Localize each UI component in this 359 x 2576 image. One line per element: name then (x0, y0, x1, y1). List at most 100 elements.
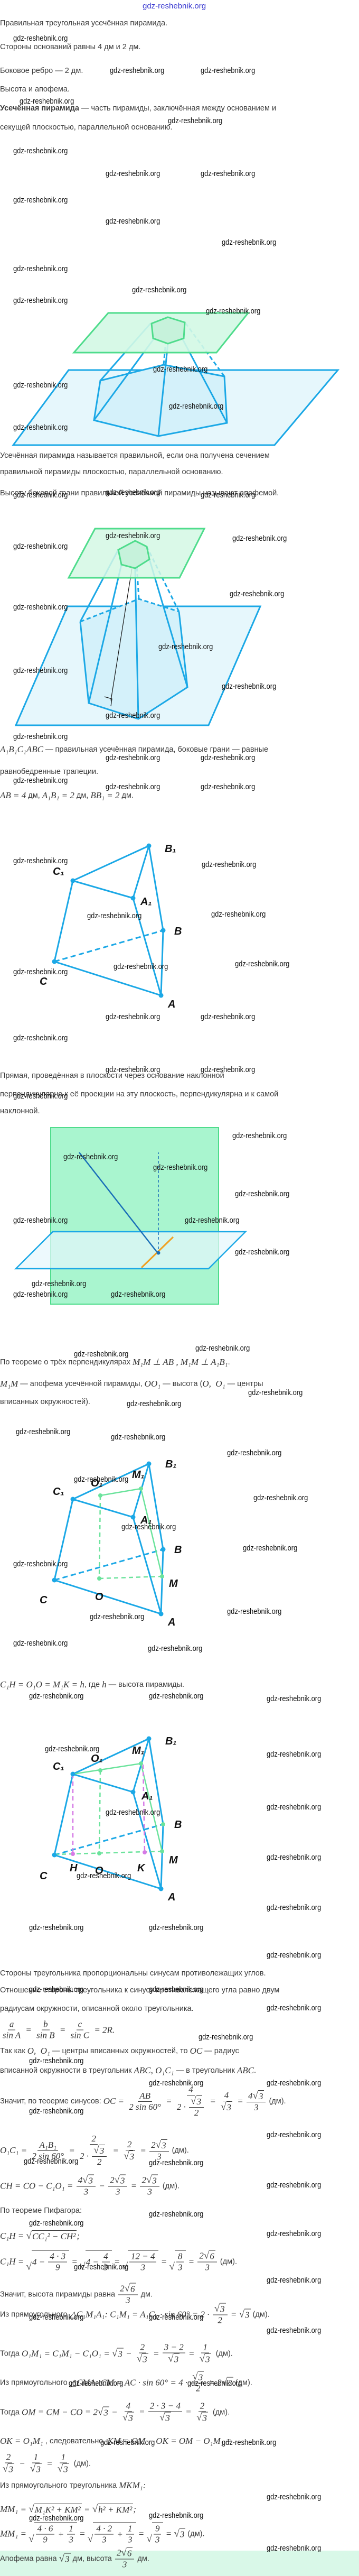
math-text: = (136, 2528, 147, 2538)
math-text: 3 (88, 2175, 93, 2186)
radicand: 3 (227, 2377, 233, 2388)
math-text: 3 (155, 2534, 160, 2545)
radical-sign: √ (199, 2353, 205, 2365)
math-text: O, O₁ (202, 1379, 225, 1389)
math-text: C₁H = (0, 2256, 26, 2266)
watermark: gdz-reshebnik.org (13, 491, 68, 500)
math-text: 3 (126, 2295, 130, 2305)
numerator: 2√6 (118, 2283, 138, 2295)
denominator: √3 (198, 2353, 213, 2365)
math-text: A₁B₁ = 2 (42, 790, 74, 800)
watermark: gdz-reshebnik.org (149, 2079, 204, 2088)
fraction: 2√3 (122, 2139, 137, 2162)
radical-sign: √ (239, 2309, 245, 2320)
math-text: ABC, O₁C₁ (134, 2065, 174, 2075)
watermark: gdz-reshebnik.org (111, 1290, 166, 1299)
watermark: gdz-reshebnik.org (16, 1427, 71, 1436)
watermark: gdz-reshebnik.org (114, 962, 168, 971)
numerator: 2 · 3 − 4 (148, 2401, 183, 2412)
fraction: 2 · 3 − 4√3 (148, 2401, 183, 2424)
watermark: gdz-reshebnik.org (153, 1163, 208, 1172)
label-a1: A₁ (140, 896, 152, 908)
math-text: 3 (228, 2378, 232, 2388)
hidden-edge-cb (54, 929, 164, 963)
watermark: gdz-reshebnik.org (201, 753, 256, 762)
theorem-line-1: Прямая, проведённая в плоскости через ос… (0, 1072, 224, 1080)
radical-sign: √ (122, 2261, 128, 2273)
square-root: √6 (204, 2250, 215, 2262)
denominator: 3 (155, 2152, 163, 2162)
fraction: 2√3 (195, 2401, 210, 2424)
math-text: 2 (199, 2250, 204, 2261)
watermark: gdz-reshebnik.org (87, 911, 142, 920)
watermark: gdz-reshebnik.org (13, 1559, 68, 1568)
denominator: 3 (252, 2102, 260, 2113)
math-text: 3 (118, 2349, 122, 2359)
denominator: 2 (193, 2108, 201, 2118)
lower-base (80, 599, 187, 719)
watermark: gdz-reshebnik.org (29, 2219, 84, 2228)
math-text: O₁M₁ = C₁M₁ − C₁O₁ = (21, 2348, 112, 2358)
label-b: B (174, 1544, 182, 1556)
watermark: gdz-reshebnik.org (13, 381, 68, 390)
denominator: 3 (100, 2535, 108, 2545)
numerator: 4 (124, 2401, 133, 2412)
math-text: 1 (128, 2523, 133, 2534)
site-watermark-top[interactable]: gdz-reshebnik.org (143, 2, 206, 11)
numerator: 8 (176, 2251, 184, 2263)
watermark: gdz-reshebnik.org (202, 860, 257, 869)
numerator: 9 (153, 2524, 162, 2535)
edge-a1a (132, 898, 162, 996)
watermark: gdz-reshebnik.org (13, 296, 68, 305)
radical-sign: √ (26, 2261, 32, 2273)
radicand: 3 (258, 2090, 264, 2102)
numerator: 1 (126, 2524, 134, 2535)
radical-sign: √ (59, 2553, 65, 2564)
math-text: = (81, 2504, 92, 2514)
math-text: = (77, 2528, 88, 2538)
math-text: 4 (103, 2251, 108, 2261)
math-text: = (186, 2256, 197, 2266)
watermark: gdz-reshebnik.org (110, 66, 165, 75)
label-m1: M₁ (132, 1745, 145, 1757)
math-text: 3 (103, 2407, 108, 2417)
label-o1: O₁ (91, 1478, 103, 1489)
math-text: = (186, 2348, 197, 2358)
numerator: √3 (212, 2303, 228, 2315)
watermark: gdz-reshebnik.org (13, 1033, 68, 1042)
label-b: B (174, 1819, 182, 1831)
figure-frustum-heights: B₁ M₁ O₁ C₁ A₁ B M C H O K A (40, 1735, 182, 1903)
label-m: M (169, 1854, 178, 1866)
watermark: gdz-reshebnik.org (149, 2313, 204, 2322)
watermark: gdz-reshebnik.org (267, 1750, 322, 1759)
math-text: 2 sin 60° (129, 2101, 161, 2112)
watermark: gdz-reshebnik.org (13, 264, 68, 273)
watermark: gdz-reshebnik.org (267, 2079, 322, 2088)
math-text: 3 (226, 2102, 232, 2112)
watermark: gdz-reshebnik.org (45, 1744, 100, 1753)
math-text: 4 − (86, 2257, 101, 2267)
numerator: 4 · 6 (35, 2524, 55, 2535)
fraction: 2√3 (135, 2342, 150, 2365)
math-text: 3 (196, 2097, 202, 2107)
solution-c1h-formula: C₁H = √CC₁² − CH²; (0, 2230, 80, 2242)
math-text: 3 (162, 2140, 166, 2150)
numerator: 2 (198, 2401, 206, 2412)
square-root: √3 (3, 2463, 14, 2475)
numerator: 4 · 2 (95, 2524, 114, 2535)
numerator: 4 · 3 (48, 2251, 68, 2263)
math-text: 8 (177, 2251, 183, 2261)
math-text: C₁H = O₁O = M₁K = h (0, 1679, 84, 1689)
math-text: 2 (97, 2157, 102, 2167)
radical-sign: √ (221, 2377, 228, 2388)
math-text: = (163, 2096, 174, 2106)
text: — апофема усечённой пирамиды, (18, 1380, 145, 1388)
label-b1: B₁ (165, 1458, 176, 1470)
math-text: 4 (224, 2090, 229, 2100)
radical-sign: √ (87, 2533, 93, 2545)
math-text: CC₁² − CH² (32, 2231, 76, 2241)
